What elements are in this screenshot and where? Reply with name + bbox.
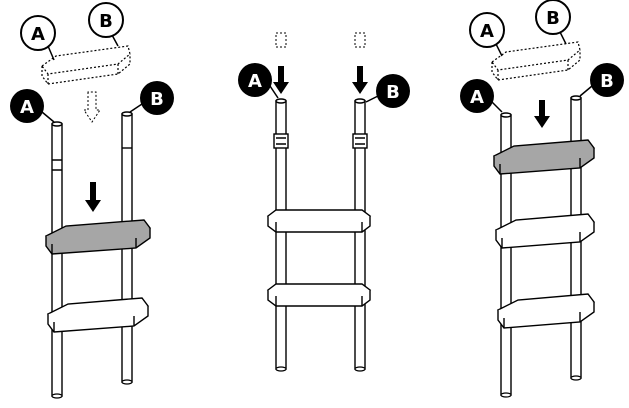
panel-2: A B <box>238 32 410 372</box>
label-a: A <box>20 97 34 118</box>
label-b: B <box>99 11 113 32</box>
callout-a-pole: A <box>460 79 503 113</box>
pole-left <box>273 98 289 370</box>
callout-b-pole: B <box>129 81 174 115</box>
panel-1: A B A B <box>10 2 174 399</box>
step-upper <box>266 209 372 233</box>
label-b: B <box>150 89 164 110</box>
step-lower <box>46 297 149 333</box>
callout-a-pole: A <box>10 89 55 123</box>
callout-b-pole: B <box>579 63 624 97</box>
pole-left <box>51 121 63 397</box>
dashed-step-part <box>41 45 131 85</box>
dashed-step-part <box>491 41 581 81</box>
panel-3: A B A B <box>460 0 624 398</box>
step-lower <box>496 293 595 329</box>
dashed-cap-left <box>275 32 287 48</box>
down-arrow <box>534 100 550 128</box>
down-arrow <box>85 182 101 212</box>
label-a: A <box>470 87 484 108</box>
label-b: B <box>546 8 560 29</box>
label-b: B <box>600 71 614 92</box>
step-middle <box>494 213 595 249</box>
callout-b-top: B <box>88 2 124 47</box>
label-a: A <box>480 21 494 42</box>
dashed-cap-right <box>354 32 366 48</box>
callout-b: B <box>365 74 410 108</box>
callout-a-top: A <box>469 12 505 57</box>
down-arrow-right <box>352 66 368 94</box>
dashed-arrow <box>83 91 101 123</box>
step-highlighted <box>492 139 595 175</box>
step-lower <box>266 283 372 307</box>
callout-a: A <box>238 63 279 99</box>
callout-a-top: A <box>20 15 56 61</box>
pole-right <box>352 98 368 370</box>
label-a: A <box>248 71 262 92</box>
callout-b-top: B <box>535 0 571 45</box>
label-a: A <box>31 24 45 45</box>
step-highlighted <box>44 219 151 255</box>
label-b: B <box>386 82 400 103</box>
down-arrow-left <box>273 66 289 94</box>
